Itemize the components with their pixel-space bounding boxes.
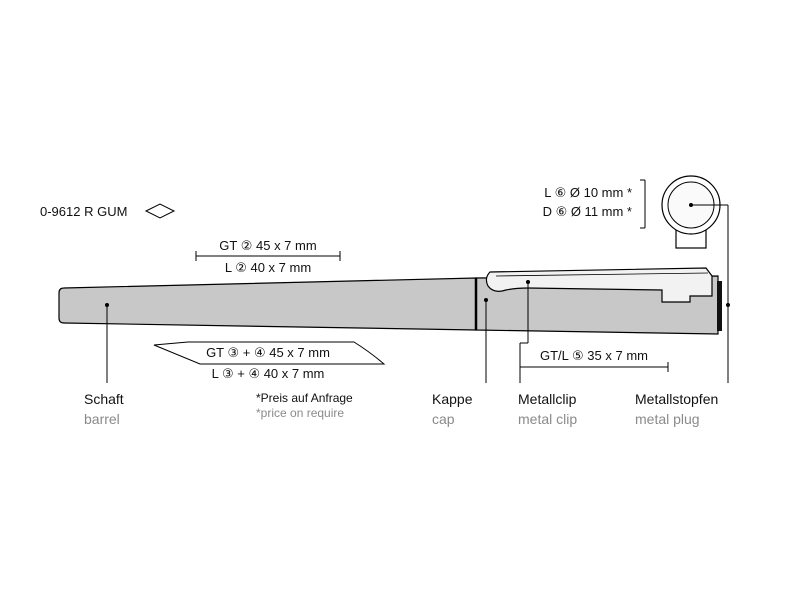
- price-note-de: *Preis auf Anfrage: [256, 391, 353, 405]
- imprint-clip-line1: GT/L ⑤ 35 x 7 mm: [540, 348, 648, 363]
- imprint-barrel-line2: L ③ + ④ 40 x 7 mm: [212, 366, 325, 381]
- label-barrel-de: Schaft: [84, 391, 124, 407]
- label-barrel-en: barrel: [84, 411, 120, 427]
- imprint-barrel-line1: GT ③ + ④ 45 x 7 mm: [206, 345, 330, 360]
- price-note-en: *price on require: [256, 406, 344, 420]
- label-cap-de: Kappe: [432, 391, 473, 407]
- imprint-plug: L ⑥ Ø 10 mm * D ⑥ Ø 11 mm *: [543, 179, 646, 229]
- imprint-cap-line2: L ② 40 x 7 mm: [225, 260, 311, 275]
- label-clip-de: Metallclip: [518, 391, 577, 407]
- imprint-cap-top: GT ② 45 x 7 mm L ② 40 x 7 mm: [195, 238, 341, 275]
- imprint-plug-line2: D ⑥ Ø 11 mm *: [543, 204, 632, 219]
- metal-plug-end: [717, 281, 722, 331]
- imprint-clip: GT/L ⑤ 35 x 7 mm: [520, 348, 669, 372]
- product-code: 0-9612 R GUM: [40, 204, 127, 219]
- label-plug-de: Metallstopfen: [635, 391, 718, 407]
- clip-edge: [495, 272, 709, 277]
- metal-plug-top-view: [661, 175, 721, 249]
- diamond-icon: [144, 203, 176, 219]
- leader-lines: [105, 204, 730, 383]
- clip-shape: [485, 267, 713, 303]
- imprint-barrel: GT ③ + ④ 45 x 7 mm L ③ + ④ 40 x 7 mm: [153, 341, 386, 381]
- label-plug-en: metal plug: [635, 411, 700, 427]
- imprint-plug-line1: L ⑥ Ø 10 mm *: [544, 185, 632, 200]
- pen-body: [58, 267, 722, 335]
- label-cap-en: cap: [432, 411, 455, 427]
- imprint-cap-line1: GT ② 45 x 7 mm: [219, 238, 316, 253]
- barrel-shape: [58, 277, 477, 331]
- label-clip-en: metal clip: [518, 411, 577, 427]
